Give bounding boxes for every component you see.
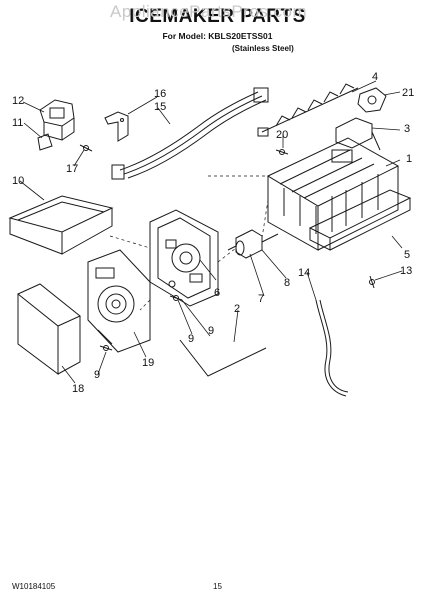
callout-17: 17 [66, 163, 78, 175]
shaft-assembly [227, 229, 279, 259]
page-number: 15 [213, 582, 222, 591]
callout-2: 2 [234, 303, 240, 315]
callout-18: 18 [72, 383, 84, 395]
callout-21: 21 [402, 87, 414, 99]
bracket [104, 111, 129, 142]
callout-13: 13 [400, 265, 412, 277]
water-valve [37, 99, 93, 152]
callout-9-lower: 9 [94, 369, 100, 381]
ice-mold [266, 137, 400, 251]
model-line: For Model: KBLS20ETSS01 [162, 31, 273, 41]
callout-4: 4 [372, 71, 378, 83]
bearing [357, 87, 387, 113]
wire-harness [111, 87, 269, 180]
callout-12: 12 [12, 95, 24, 107]
callout-3: 3 [404, 123, 410, 135]
callout-6: 6 [214, 287, 220, 299]
ice-bin-tray [8, 195, 114, 255]
fill-tube [315, 299, 349, 397]
callout-20: 20 [276, 129, 288, 141]
page-title: ICEMAKER PARTS [129, 6, 306, 27]
callout-1: 1 [406, 153, 412, 165]
motor-module [87, 249, 151, 353]
callout-8: 8 [284, 277, 290, 289]
callout-14: 14 [298, 267, 310, 279]
stripper [335, 117, 381, 151]
screws [99, 149, 375, 351]
control-housing [149, 209, 219, 307]
shutoff-arm [179, 339, 267, 377]
callout-9-upper: 9 [208, 325, 214, 337]
document-number: W10184105 [12, 582, 56, 591]
ejector-blade [257, 83, 359, 137]
front-cover [17, 283, 81, 375]
callout-16: 16 [154, 88, 166, 100]
callout-9-mid: 9 [188, 333, 194, 345]
watermark: AppliancePartsPros.com [110, 2, 308, 21]
callout-15: 15 [154, 101, 166, 113]
callout-labels: 4 21 3 1 5 13 14 20 16 15 12 11 17 10 6 … [12, 71, 414, 395]
callout-5: 5 [404, 249, 410, 261]
callout-19: 19 [142, 357, 154, 369]
water-shield [308, 189, 412, 251]
variant-line: (Stainless Steel) [232, 44, 294, 53]
callout-11: 11 [12, 117, 23, 129]
leader-lines [19, 80, 403, 384]
callout-10: 10 [12, 175, 24, 187]
callout-7: 7 [258, 293, 264, 305]
alignment-lines [109, 175, 269, 311]
